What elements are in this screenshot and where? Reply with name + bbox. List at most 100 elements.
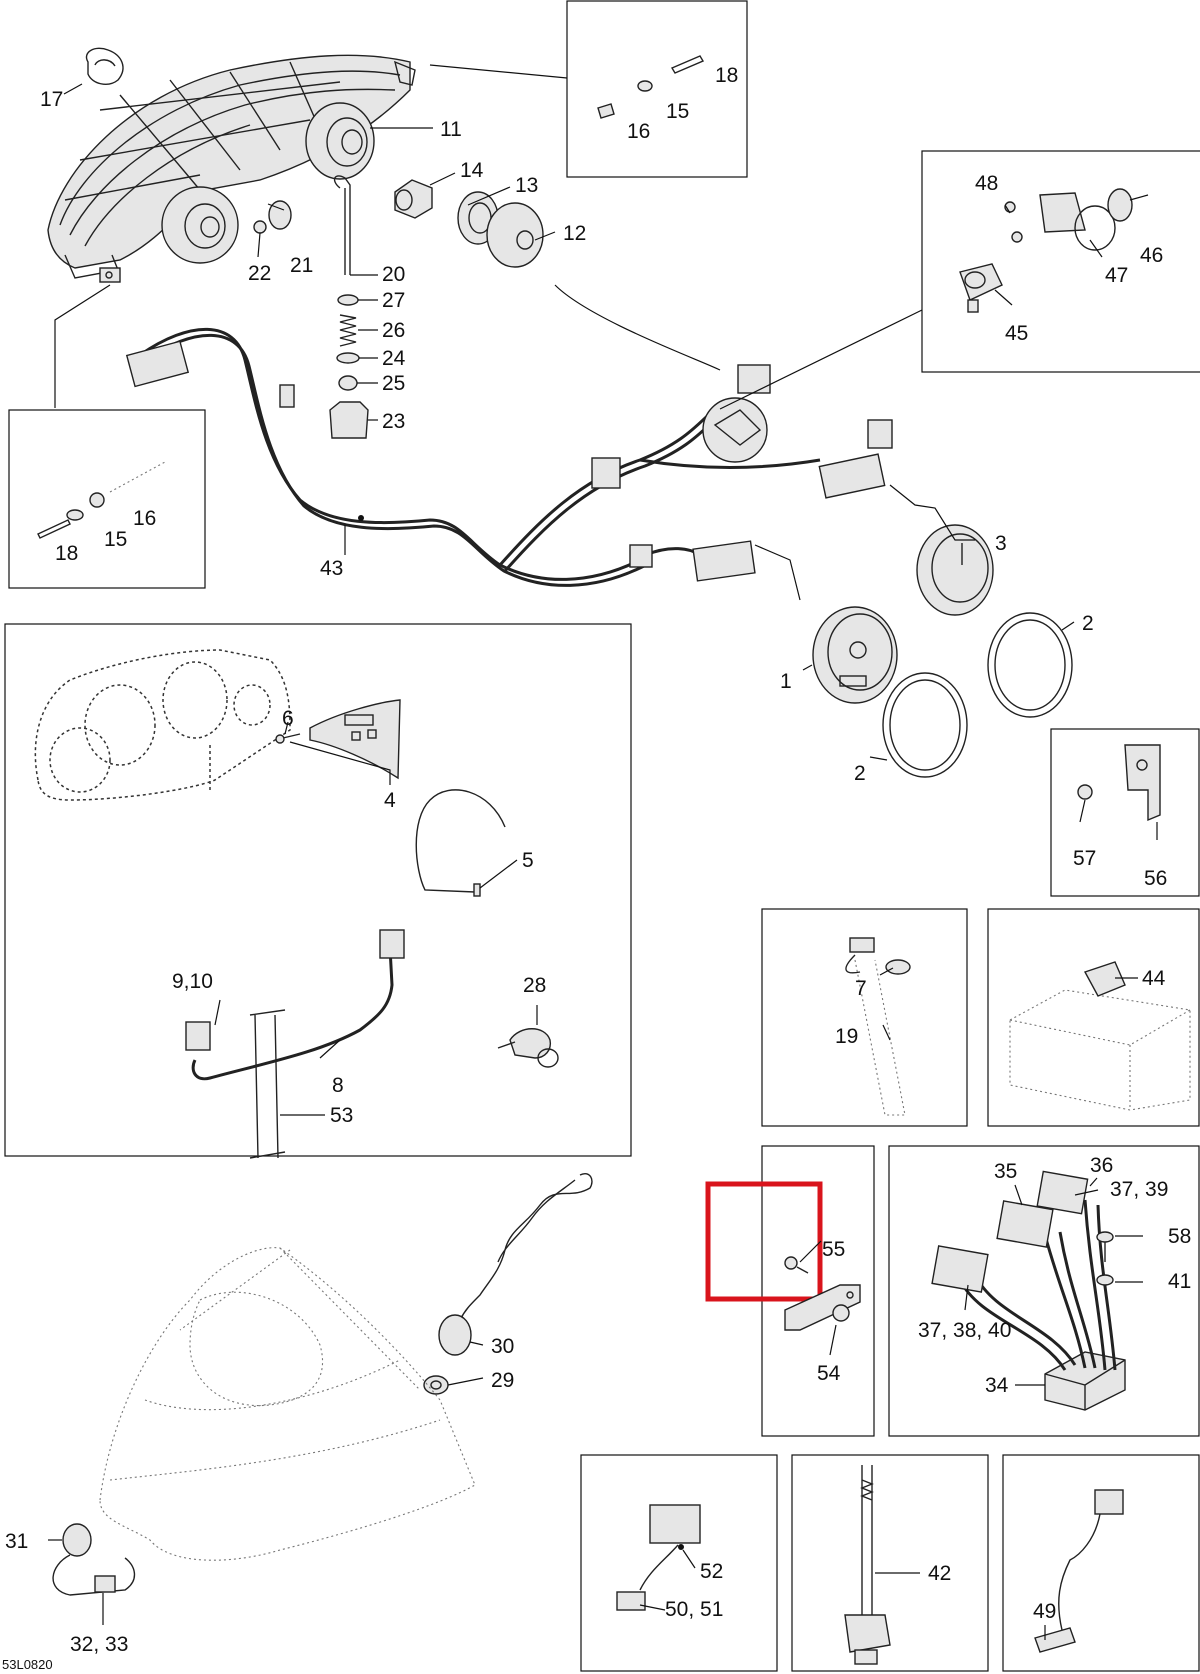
callout-53: 53 — [330, 1104, 353, 1127]
callout-37-39: 37, 39 — [1110, 1178, 1168, 1201]
box-sensor-42 — [791, 1454, 989, 1672]
box-fuel-sender — [761, 908, 968, 1127]
bracket-56 — [1077, 744, 1161, 822]
fuel-sender-19 — [845, 937, 911, 1116]
callout-12: 12 — [563, 222, 586, 245]
callout-45: 45 — [1005, 322, 1028, 345]
box-regulator — [888, 1145, 1200, 1437]
callout-16b: 16 — [133, 507, 156, 530]
speedometer-1 — [812, 606, 898, 704]
callout-5: 5 — [522, 849, 534, 872]
callout-11: 11 — [440, 118, 462, 141]
callout-8: 8 — [332, 1074, 344, 1097]
callout-34: 34 — [985, 1374, 1009, 1397]
callout-46: 46 — [1140, 244, 1163, 267]
callout-29: 29 — [491, 1369, 514, 1392]
box-instrument-cluster — [4, 623, 632, 1157]
callout-6: 6 — [282, 707, 294, 730]
callout-9-10: 9,10 — [172, 970, 213, 993]
callout-30: 30 — [491, 1335, 514, 1358]
callout-16a: 16 — [627, 120, 650, 143]
box-bracket-54-55 — [761, 1145, 875, 1437]
bracket-54 — [784, 1284, 861, 1331]
callout-47: 47 — [1105, 264, 1128, 287]
box-bracket-56-57 — [1050, 728, 1200, 897]
callout-57: 57 — [1073, 847, 1096, 870]
highlight-box — [705, 1181, 823, 1302]
clip-17 — [85, 47, 124, 85]
callout-13: 13 — [515, 174, 538, 197]
screw-group-top — [597, 55, 705, 119]
grommet-21 — [268, 200, 292, 230]
callout-41: 41 — [1168, 1270, 1191, 1293]
tachometer-3 — [916, 524, 994, 616]
callout-42: 42 — [928, 1562, 951, 1585]
callout-55: 55 — [822, 1238, 845, 1261]
sensor-45-group — [959, 188, 1133, 313]
wiring-harness — [125, 327, 893, 587]
callout-25: 25 — [382, 372, 405, 395]
panel-4 — [309, 699, 401, 780]
callout-14: 14 — [460, 159, 484, 182]
switch-28 — [497, 1028, 559, 1068]
callout-22: 22 — [248, 262, 271, 285]
callout-52: 52 — [700, 1560, 723, 1583]
callout-26: 26 — [382, 319, 405, 342]
callout-2a: 2 — [1082, 612, 1094, 635]
callout-31: 31 — [5, 1530, 28, 1553]
screw-55 — [784, 1256, 809, 1274]
adjuster-stack — [329, 175, 369, 439]
callout-17: 17 — [40, 88, 63, 111]
callout-3: 3 — [995, 532, 1007, 555]
harness-8 — [185, 929, 405, 1159]
nut-22 — [253, 220, 267, 234]
callout-50-51: 50, 51 — [665, 1598, 723, 1621]
callout-labels: 17 18 15 16 11 14 13 12 22 21 20 27 26 2… — [2, 64, 1191, 1672]
callout-23: 23 — [382, 410, 405, 433]
cluster-housing — [34, 649, 291, 801]
callout-15b: 15 — [104, 528, 127, 551]
regulator-group — [931, 1170, 1126, 1411]
callout-49: 49 — [1033, 1600, 1056, 1623]
callout-43: 43 — [320, 557, 343, 580]
screw-6 — [275, 733, 301, 744]
callout-21: 21 — [290, 254, 313, 277]
sensor-49 — [1034, 1489, 1124, 1653]
leader-lines — [48, 64, 1158, 1640]
sensor-42 — [844, 1465, 891, 1665]
callout-37-38-40: 37, 38, 40 — [918, 1319, 1011, 1342]
box-sensor-49 — [1002, 1454, 1200, 1672]
callout-27: 27 — [382, 289, 405, 312]
callout-4: 4 — [384, 789, 396, 812]
callout-48: 48 — [975, 172, 998, 195]
callout-56: 56 — [1144, 867, 1167, 890]
box-speed-sensor — [921, 150, 1200, 373]
callout-20: 20 — [382, 263, 405, 286]
box-headlight-mount-screws — [8, 409, 206, 589]
box-headlight-screws — [566, 0, 748, 178]
screw-group-left — [37, 461, 166, 539]
diagram-code: 53L0820 — [2, 1657, 53, 1672]
callout-32-33: 32, 33 — [70, 1633, 128, 1656]
cable-5 — [415, 789, 506, 897]
callout-15a: 15 — [666, 100, 689, 123]
callout-58: 58 — [1168, 1225, 1191, 1248]
callout-35: 35 — [994, 1160, 1017, 1183]
callout-36: 36 — [1090, 1154, 1113, 1177]
callout-24: 24 — [382, 347, 406, 370]
callout-1: 1 — [780, 670, 792, 693]
bezel-ring-2b — [882, 672, 968, 778]
lanyard-30 — [423, 1173, 593, 1395]
box-module-52 — [580, 1454, 778, 1672]
module-52 — [616, 1504, 701, 1611]
bezel-ring-2a — [987, 612, 1073, 718]
callout-54: 54 — [817, 1362, 841, 1385]
headlight-assembly — [47, 54, 416, 283]
callout-28: 28 — [523, 974, 546, 997]
callout-18a: 18 — [715, 64, 738, 87]
bulb-14 — [394, 179, 433, 219]
fuse-box-44 — [1009, 961, 1191, 1111]
callout-18b: 18 — [55, 542, 78, 565]
callout-19: 19 — [835, 1025, 858, 1048]
